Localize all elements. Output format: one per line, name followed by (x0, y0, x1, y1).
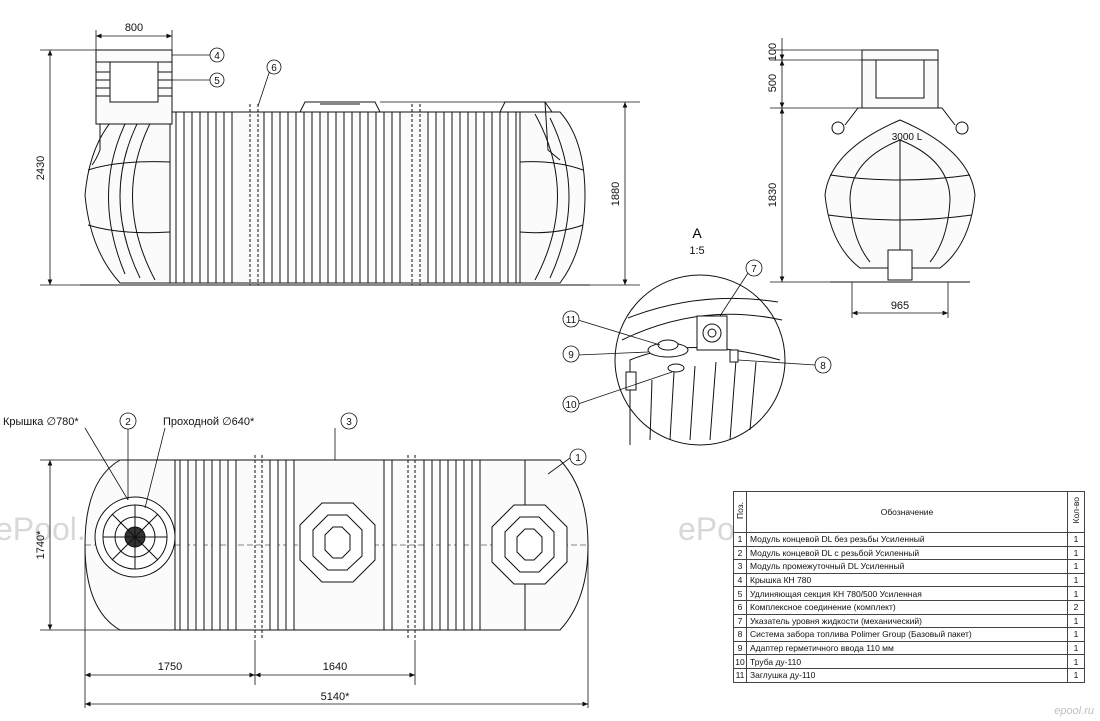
detail-balloons (562, 259, 832, 413)
cell-pos: 6 (733, 599, 747, 615)
dim-1750: 1750 (158, 661, 182, 673)
passage-callout: Проходной ∅640* (163, 416, 255, 428)
cell-qty: 1 (1067, 613, 1085, 629)
balloon-10: 10 (565, 400, 577, 411)
cell-qty: 1 (1067, 654, 1085, 669)
cell-qty: 1 (1067, 667, 1085, 683)
cell-pos: 7 (733, 613, 747, 629)
dim-500: 500 (767, 74, 779, 92)
cell-pos: 9 (733, 640, 747, 656)
cell-name: Модуль концевой DL без резьбы Усиленный (746, 532, 1068, 547)
cell-name: Труба ду-110 (746, 654, 1068, 669)
plan-view (84, 455, 589, 640)
cell-pos: 8 (733, 627, 747, 642)
cell-qty: 1 (1067, 559, 1085, 574)
tank-volume-label: 3000 L (892, 132, 923, 143)
cell-qty: 1 (1067, 586, 1085, 601)
front-dimensions (40, 30, 640, 286)
brand-logo: epool.ru (1054, 705, 1094, 717)
cell-name: Удлиняющая секция КН 780/500 Усиленная (746, 586, 1068, 601)
cell-qty: 1 (1067, 545, 1085, 561)
cell-name: Заглушка ду-110 (746, 667, 1068, 683)
lid-callout: Крышка ∅780* (3, 416, 79, 428)
cell-qty: 1 (1067, 640, 1085, 656)
cell-pos: 4 (733, 572, 747, 588)
dim-5140: 5140* (321, 691, 350, 703)
plan-leaders (84, 412, 587, 509)
front-balloons (172, 47, 282, 107)
cell-name: Указатель уровня жидкости (механический) (746, 613, 1068, 629)
col-pos-header: Поз. (733, 491, 747, 533)
detail-scale: 1:5 (689, 245, 704, 257)
cell-pos: 2 (733, 545, 747, 561)
dim-965: 965 (891, 300, 909, 312)
balloon-7: 7 (751, 264, 757, 275)
cell-pos: 5 (733, 586, 747, 601)
dim-2430: 2430 (35, 156, 47, 180)
balloon-1: 1 (575, 453, 581, 464)
side-dimensions (770, 38, 949, 318)
cell-name: Система забора топлива Polimer Group (Ба… (746, 627, 1068, 642)
dim-800: 800 (125, 22, 143, 34)
plan-corrugation (179, 459, 481, 631)
balloon-4: 4 (214, 51, 220, 62)
balloon-8: 8 (820, 361, 826, 372)
dim-1740: 1740* (35, 530, 47, 559)
cell-name: Комплексное соединение (комплект) (746, 599, 1068, 615)
cell-name: Адаптер герметичного ввода 110 мм (746, 640, 1068, 656)
cell-qty: 1 (1067, 572, 1085, 588)
cell-pos: 11 (733, 667, 747, 683)
balloon-3: 3 (346, 417, 352, 428)
front-corrugation (175, 111, 517, 284)
balloon-6: 6 (271, 63, 277, 74)
cell-pos: 1 (733, 532, 747, 547)
balloon-11: 11 (566, 315, 577, 326)
cell-name: Модуль концевой DL с резьбой Усиленный (746, 545, 1068, 561)
dim-1830: 1830 (767, 183, 779, 207)
balloon-9: 9 (568, 350, 574, 361)
col-name-header: Обозначение (746, 491, 1068, 533)
dim-1880: 1880 (610, 182, 622, 206)
dim-1640: 1640 (323, 661, 347, 673)
detail-view (614, 274, 786, 446)
side-view (824, 49, 976, 283)
cell-pos: 3 (733, 559, 747, 574)
cell-name: Крышка КН 780 (746, 572, 1068, 588)
balloon-5: 5 (214, 76, 220, 87)
cell-qty: 1 (1067, 532, 1085, 547)
detail-title: A (692, 225, 702, 241)
balloon-2: 2 (125, 417, 131, 428)
dim-100: 100 (767, 43, 779, 61)
table-header-row: Поз. Обозначение Кол-во (733, 491, 1085, 533)
cell-name: Модуль промежуточный DL Усиленный (746, 559, 1068, 574)
col-qty-header: Кол-во (1067, 491, 1085, 533)
cell-qty: 1 (1067, 627, 1085, 642)
plan-dimensions (40, 459, 589, 708)
cell-pos: 10 (733, 654, 747, 669)
cell-qty: 2 (1067, 599, 1085, 615)
